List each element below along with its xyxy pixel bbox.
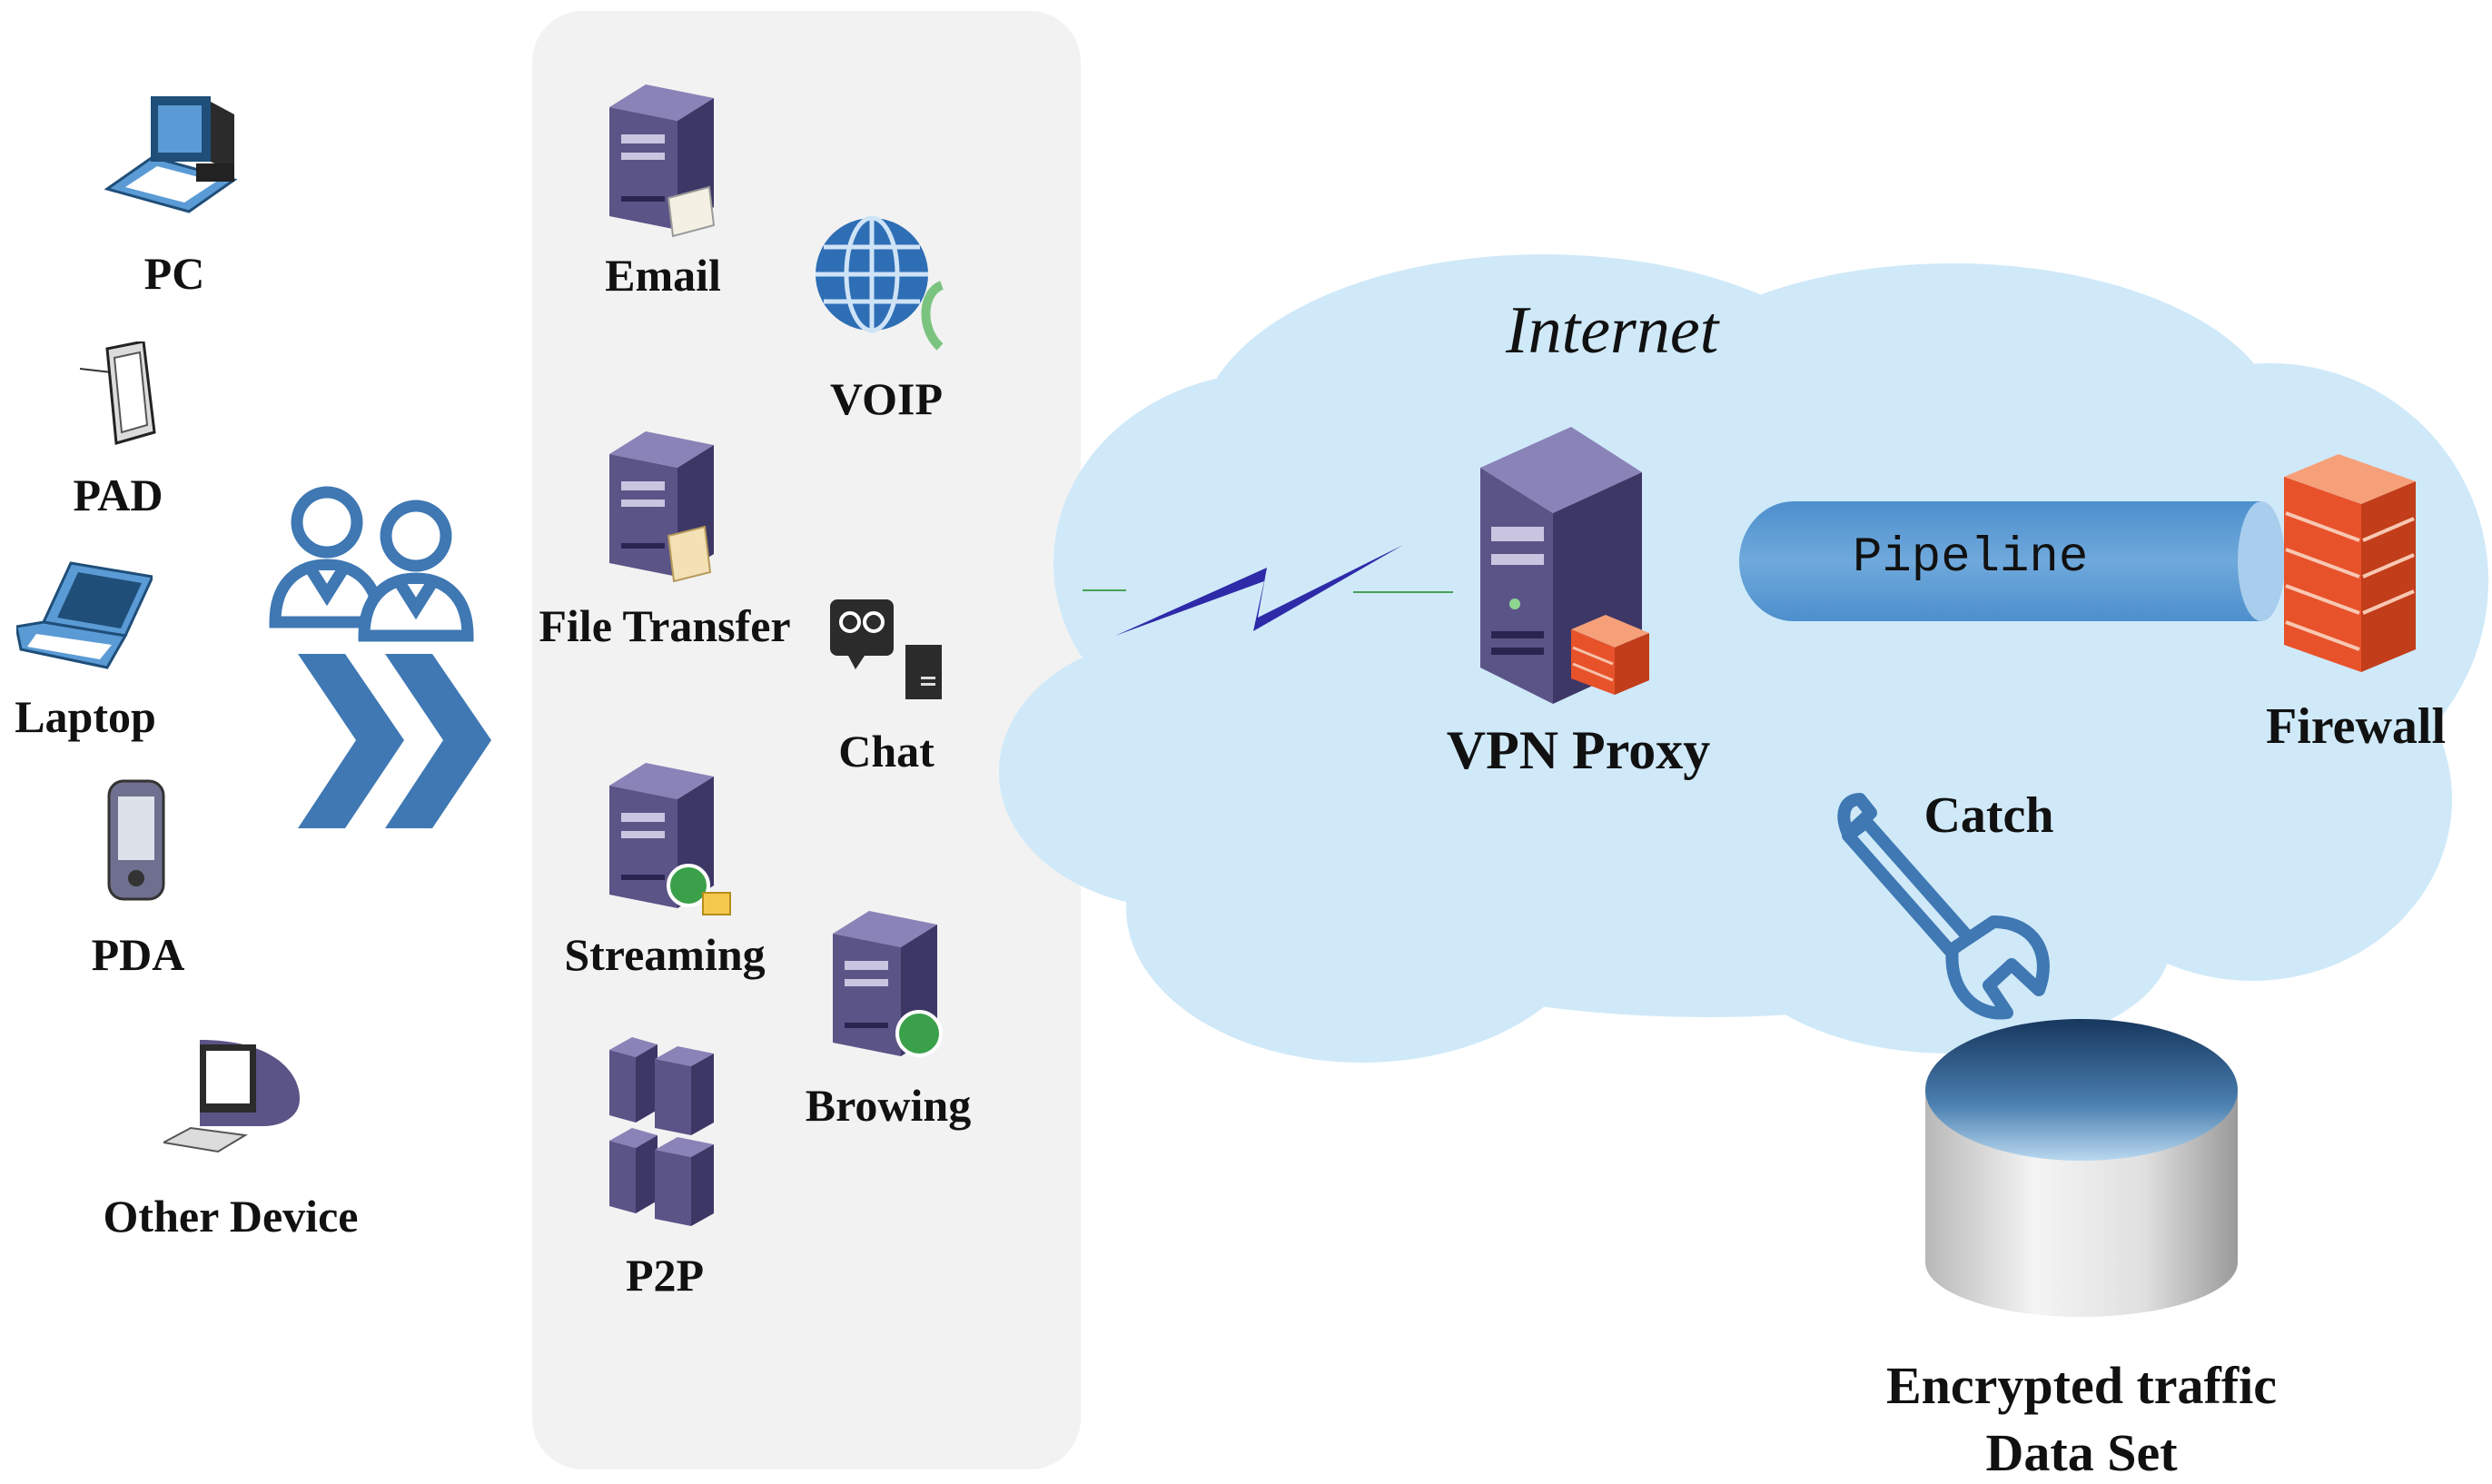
label-streaming: Streaming	[564, 929, 766, 980]
label-p2p: P2P	[625, 1250, 705, 1301]
label-voip: VOIP	[830, 373, 943, 424]
database-icon	[1925, 1019, 2238, 1317]
label-firewall: Firewall	[2265, 698, 2447, 755]
users-icon	[269, 486, 474, 642]
other-device-icon	[163, 1040, 300, 1153]
label-pad: PAD	[73, 470, 163, 520]
chat-icon	[830, 599, 942, 699]
double-chevron-icon	[298, 654, 491, 828]
streaming-server-icon	[609, 763, 731, 915]
browsing-server-icon	[833, 911, 943, 1057]
label-other-device: Other Device	[103, 1191, 359, 1242]
label-dataset-line1: Encrypted traffic	[1885, 1356, 2278, 1415]
pc-icon	[104, 96, 238, 213]
label-catch: Catch	[1923, 787, 2054, 844]
pad-icon	[80, 341, 156, 445]
label-pipeline: Pipeline	[1853, 530, 2089, 586]
label-pc: PC	[143, 248, 205, 299]
label-laptop: Laptop	[15, 691, 156, 742]
pda-icon	[107, 779, 165, 901]
firewall-icon	[2284, 454, 2416, 672]
label-vpn-proxy: VPN Proxy	[1446, 720, 1711, 780]
file-transfer-server-icon	[609, 431, 714, 583]
laptop-icon	[16, 561, 153, 669]
internet-cloud	[999, 254, 2488, 1063]
label-dataset-line2: Data Set	[1985, 1423, 2178, 1482]
pipeline	[1739, 501, 2285, 621]
p2p-servers-icon	[609, 1037, 714, 1226]
voip-globe-icon	[816, 215, 944, 351]
lightning-bolt-icon	[1115, 545, 1403, 636]
label-file-transfer: File Transfer	[539, 600, 791, 651]
label-pda: PDA	[91, 929, 185, 980]
label-internet: Internet	[1506, 293, 1719, 368]
label-email: Email	[605, 250, 721, 301]
label-chat: Chat	[838, 726, 934, 777]
wrench-icon	[1837, 793, 2050, 1020]
vpn-proxy-server-icon	[1480, 427, 1649, 704]
label-browsing: Browing	[805, 1080, 972, 1131]
email-server-icon	[609, 84, 716, 238]
